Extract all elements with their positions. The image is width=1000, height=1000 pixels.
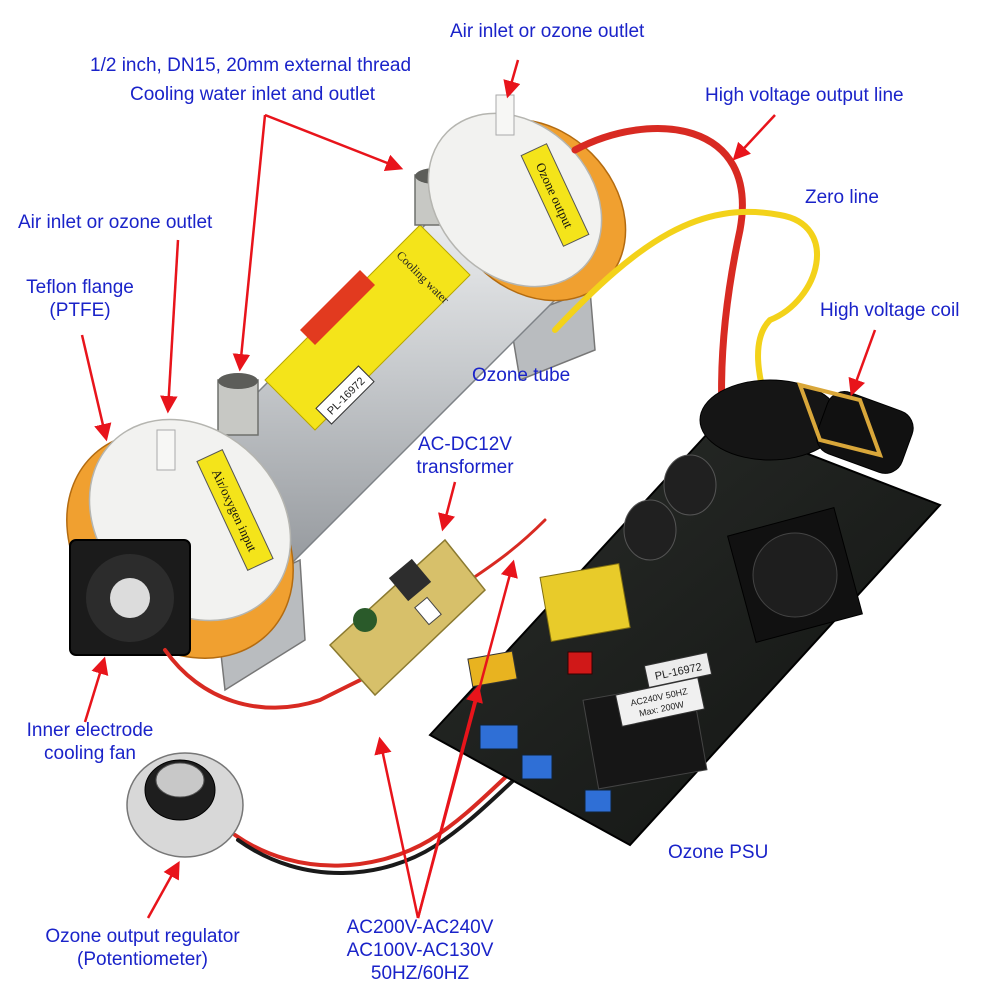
psu-transformer: [539, 562, 631, 643]
fan-icon: [69, 539, 191, 656]
psu-terminal-3: [584, 789, 612, 813]
zero-wire: [552, 208, 820, 403]
psu-switch: [567, 651, 593, 675]
arrow-icon: [146, 860, 180, 919]
acdc-transformer-board: [328, 538, 487, 697]
label-voltage-line-3: 50HZ/60HZ: [370, 963, 470, 984]
psu-fan-icon: [727, 507, 863, 643]
label-hv-coil: High voltage coil: [820, 300, 960, 321]
knob-icon: [126, 752, 244, 858]
label-voltage-line-2: AC100V-AC130V: [346, 940, 494, 961]
label-ozone-regulator: Ozone output regulator (Potentiometer): [30, 925, 255, 971]
label-regulator-line-2: (Potentiometer): [77, 949, 208, 970]
label-acdc-transformer: AC-DC12V transformer: [405, 433, 525, 479]
ozone-psu-board: PL-16972 AC240V 50HZ Max: 200W: [428, 379, 942, 847]
label-air-inlet-top: Air inlet or ozone outlet: [450, 21, 645, 42]
flange-right: Ozone output: [427, 94, 627, 302]
water-fitting-lower: [217, 373, 259, 436]
arrow-icon: [232, 114, 267, 372]
psu-terminal-2: [521, 754, 553, 780]
arrow-icon: [732, 114, 776, 161]
psu-fuse: [467, 650, 518, 688]
label-regulator-line-1: Ozone output regulator: [45, 926, 240, 947]
pointer-arrows: [80, 59, 877, 919]
arrow-icon: [160, 239, 180, 414]
label-teflon-flange-line-1: Teflon flange: [26, 277, 134, 298]
label-zero-line: Zero line: [805, 187, 879, 208]
arrow-icon: [264, 113, 404, 172]
transformer-wire: [468, 518, 547, 582]
label-thread-spec: 1/2 inch, DN15, 20mm external thread: [90, 55, 412, 76]
tube-warning-sticker: [264, 224, 471, 431]
label-ozone-tube: Ozone tube: [472, 365, 571, 386]
label-fan-line-1: Inner electrode: [26, 720, 154, 741]
label-cooling-fan: Inner electrode cooling fan: [10, 719, 170, 765]
label-acdc-line-1: AC-DC12V: [418, 434, 512, 455]
label-voltage-line-1: AC200V-AC240V: [346, 917, 494, 938]
flange-left: Air/oxygen input: [66, 418, 294, 659]
arrow-icon: [503, 59, 521, 99]
label-teflon-flange-line-2: (PTFE): [49, 300, 111, 321]
label-cooling-water: Cooling water inlet and outlet: [130, 84, 376, 105]
regulator-wire-red: [233, 758, 527, 868]
label-input-voltage: AC200V-AC240V AC100V-AC130V 50HZ/60HZ: [330, 916, 510, 985]
arrow-icon: [438, 481, 457, 532]
psu-terminal-1: [479, 724, 519, 750]
regulator-wire-black: [236, 764, 532, 875]
arrow-icon: [83, 656, 109, 723]
arrow-icon: [80, 334, 112, 442]
hv-coil: [699, 379, 914, 474]
label-ozone-psu: Ozone PSU: [668, 842, 769, 863]
arrow-icon: [374, 736, 420, 919]
capacitors: [623, 454, 717, 561]
label-teflon-flange: Teflon flange (PTFE): [15, 276, 145, 322]
label-air-inlet-left: Air inlet or ozone outlet: [18, 212, 213, 233]
label-fan-line-2: cooling fan: [44, 743, 136, 764]
arrow-icon: [848, 329, 877, 397]
arrow-icon: [416, 559, 518, 919]
label-acdc-line-2: transformer: [416, 457, 514, 478]
label-hv-output-line: High voltage output line: [705, 85, 904, 106]
